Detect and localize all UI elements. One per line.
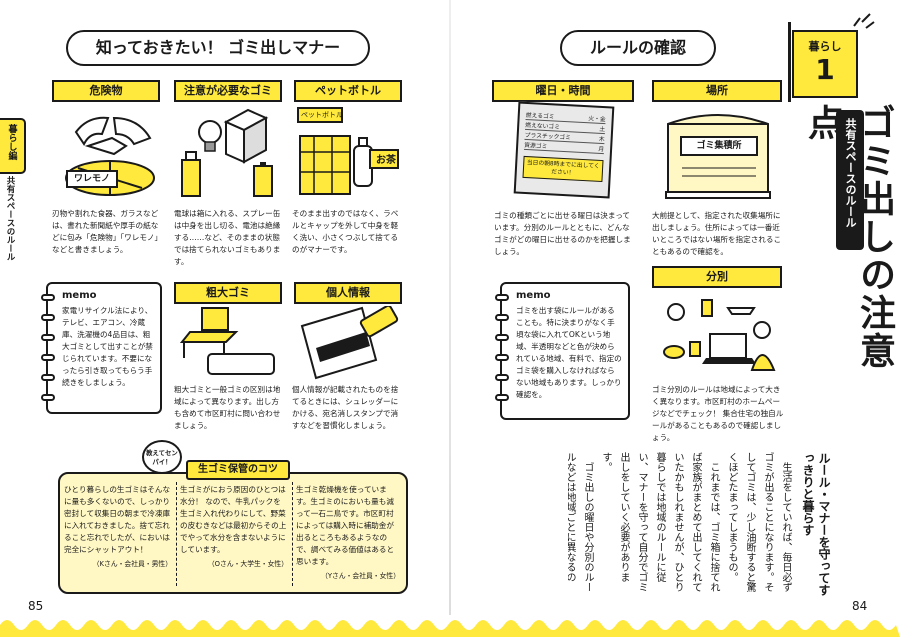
tips-title-text: 生ゴミ保管のコツ	[198, 464, 278, 475]
side-tab-label: 暮らし編	[6, 124, 17, 160]
tip-2: 生ゴミがにおう原因のひとつは水分！ なので、牛乳パックを生ゴミ入れ代わりにして、…	[180, 484, 288, 568]
column-paragraph-2: これまでは、ゴミ箱に捨てれば家族がまとめて出してくれていたかもしれませんが、ひと…	[600, 452, 719, 592]
sorting-text: ゴミ分別のルールは地域によって大きく異なります。市区町村のホームページなどでチェ…	[652, 385, 784, 442]
schedule-text: ゴミの種類ごとに出せる曜日は決まっています。分別のルールとともに、どんなゴミがど…	[494, 211, 631, 256]
sparkle-icon	[853, 13, 875, 29]
tip-1-text: ひとり暮らしの生ゴミはそんなに量も多くないので、しっかり密封して収集日の朝まで冷…	[64, 485, 171, 554]
pet-sign-text: ペットボトル	[301, 111, 343, 119]
place-header: 場所	[652, 80, 782, 102]
vertical-title: ゴミ出しの注意点	[802, 104, 895, 370]
sorting-header: 分別	[652, 266, 782, 288]
left-title: 知っておきたい！ ゴミ出しマナー	[66, 30, 370, 66]
vertical-subtitle: 共有スペースのルール	[844, 118, 857, 228]
caution-text: 電球は箱に入れる、スプレー缶は中身を出し切る、電池は絶縁する……など、そのままの…	[174, 209, 281, 266]
bulb-spray-battery-illustration	[181, 108, 273, 197]
tips-box	[58, 472, 408, 594]
column-paragraph-1: 生活をしていれば、毎日必ずゴミが出ることになります。そしてゴミは、少し油断すると…	[726, 452, 791, 592]
personal-text: 個人情報が記載されたものを捨てるときには、シュレッダーにかける、宛名消しスタンプ…	[292, 385, 399, 430]
tea-label-text: お茶	[376, 155, 396, 166]
laptop-sorting-illustration	[663, 299, 776, 371]
board-row-day: 火・金	[588, 116, 606, 124]
pet-text: そのまま出すのではなく、ラベルとキャップを外して中身を軽く洗い、小さくつぶして捨…	[292, 209, 399, 254]
tip-1-credit: （Kさん・会社員・男性）	[92, 560, 172, 568]
schedule-header: 曜日・時間	[492, 80, 634, 102]
left-memo-text: 家電リサイクル法により、テレビ、エアコン、冷蔵庫、洗濯機の4品目は、粗大ゴミとし…	[62, 306, 153, 387]
board-row-type: 燃えるゴミ	[525, 112, 555, 121]
left-title-pill: 知っておきたい！ ゴミ出しマナー	[66, 30, 370, 66]
board-row-day: 土	[599, 126, 606, 134]
tip-3-text: 生ゴミ乾燥機を使っています。生ゴミのにおいも量も減って一石二鳥です。市区町村によ…	[296, 485, 395, 566]
caution-header-label: 注意が必要なゴミ	[184, 84, 272, 97]
tip-3-credit: （Yさん・会社員・女性）	[321, 572, 400, 580]
column-body: 生活をしていれば、毎日必ずゴミが出ることになります。そしてゴミは、少し油断すると…	[568, 452, 794, 598]
tips-badge-text: 教えてセンパイ！	[146, 449, 178, 466]
tips-badge: 教えてセンパイ！	[142, 440, 182, 474]
board-row-day: 木	[598, 136, 605, 144]
right-memo-title: memo	[516, 290, 551, 301]
board-row-type: 燃えないゴミ	[525, 122, 561, 131]
bottom-wave-border	[0, 620, 900, 637]
tip-1: ひとり暮らしの生ゴミはそんなに量も多くないので、しっかり密封して収集日の朝まで冷…	[64, 484, 172, 568]
right-page-number: 84	[852, 599, 868, 613]
fragile-tag: ワレモノ	[66, 170, 118, 188]
right-memo-text: ゴミを出す袋にルールがあることも。特に決まりがなく手頃な袋に入れてOKという地域…	[516, 306, 622, 399]
column-heading: ルール・マナーを守ってすっきりと暮らす	[801, 452, 831, 596]
place-text: 大前提として、指定された収集場所に出しましょう。住所によっては一番近いところでは…	[652, 211, 782, 256]
board-row-day: 月	[598, 146, 605, 154]
side-label: 共有スペースのルール	[5, 176, 15, 261]
schedule-header-label: 曜日・時間	[535, 84, 591, 97]
board-row-type: 資源ゴミ	[524, 142, 548, 151]
pet-header-label: ペットボトル	[315, 84, 381, 97]
place-header-label: 場所	[706, 84, 728, 97]
flag-pole	[788, 22, 791, 102]
pet-bottle-crate-illustration	[297, 107, 399, 195]
sorting-header-label: 分別	[706, 270, 728, 283]
flag-number: 1	[815, 53, 835, 86]
large-header-label: 粗大ゴミ	[206, 286, 250, 299]
right-title-text: ルールの確認	[589, 38, 686, 57]
left-title-text: 知っておきたい！ ゴミ出しマナー	[95, 38, 341, 57]
schedule-board-note: 当日の朝8時までに出してください！	[522, 155, 604, 183]
page-gutter	[449, 0, 451, 615]
tip-divider-1	[176, 482, 178, 586]
left-memo: memo 家電リサイクル法により、テレビ、エアコン、冷蔵庫、洗濯機の4品目は、粗…	[41, 282, 162, 414]
right-memo: memo ゴミを出す袋にルールがあることも。特に決まりがなく手頃な袋に入れてOK…	[495, 282, 630, 420]
column-paragraph-3: ゴミ出しの曜日や分別のルールなどは地域ごとに異なるので、はじめは少し戸惑うかもし…	[568, 452, 593, 592]
dangerous-header-label: 危険物	[89, 84, 123, 97]
section-flag: 暮らし 1	[792, 30, 858, 98]
vertical-subtitle-box: 共有スペースのルール	[836, 110, 864, 250]
left-page-number: 85	[28, 599, 44, 613]
pet-header: ペットボトル	[294, 80, 402, 102]
tip-2-credit: （Oさん・大学生・女性）	[207, 560, 288, 568]
dangerous-text: 刃物や割れた食器、ガラスなどは、書れた新聞紙や厚手の紙などに包み「危険物」「ワレ…	[52, 209, 163, 254]
station-sign: ゴミ集積所	[680, 136, 758, 156]
tips-title: 生ゴミ保管のコツ	[186, 460, 290, 480]
personal-header-label: 個人情報	[326, 286, 370, 299]
fragile-tag-text: ワレモノ	[73, 174, 110, 184]
stamp-document-illustration	[300, 306, 399, 380]
chair-futon-illustration	[179, 307, 275, 375]
caution-header: 注意が必要なゴミ	[174, 80, 282, 102]
right-title: ルールの確認	[560, 30, 716, 66]
personal-header: 個人情報	[294, 282, 402, 304]
schedule-board: 燃えるゴミ火・金 燃えないゴミ土 プラスチックゴミ木 資源ゴミ月 当日の朝8時ま…	[513, 101, 615, 199]
side-tab: 暮らし編	[0, 118, 26, 174]
large-header: 粗大ゴミ	[174, 282, 282, 304]
schedule-board-rows: 燃えるゴミ火・金 燃えないゴミ土 プラスチックゴミ木 資源ゴミ月	[523, 109, 606, 155]
dangerous-header: 危険物	[52, 80, 160, 102]
flag-label: 暮らし	[808, 40, 842, 53]
left-memo-title: memo	[62, 290, 97, 301]
tip-divider-2	[292, 482, 294, 586]
station-sign-text: ゴミ集積所	[696, 141, 742, 151]
tip-2-text: 生ゴミがにおう原因のひとつは水分！ なので、牛乳パックを生ゴミ入れ代わりにして、…	[180, 485, 287, 554]
tip-3: 生ゴミ乾燥機を使っています。生ゴミのにおいも量も減って一石二鳥です。市区町村によ…	[296, 484, 400, 580]
large-text: 粗大ゴミと一般ゴミの区別は地域によって異なります。出し方も含めて市区町村に問い合…	[174, 385, 281, 430]
